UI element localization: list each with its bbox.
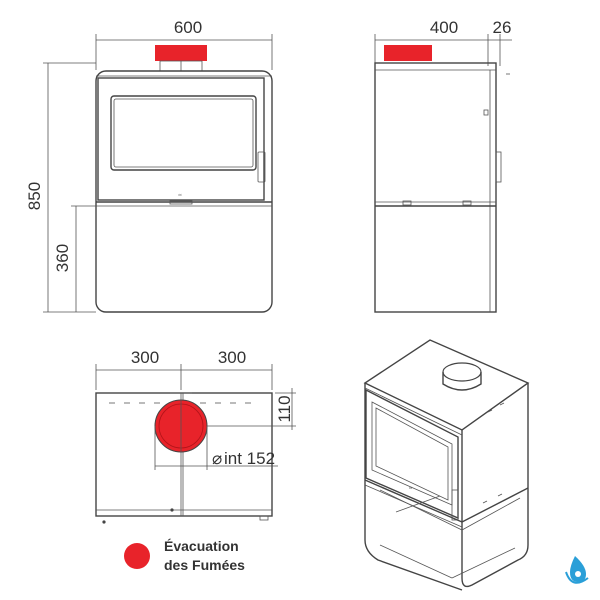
legend-line-1: Évacuation xyxy=(164,538,239,554)
top-left-offset-label: 300 xyxy=(131,348,159,367)
isometric-view: ≈ xyxy=(363,339,530,591)
side-offset-label: 26 xyxy=(493,18,512,37)
legend-flue-swatch xyxy=(124,543,150,569)
iso-flue-pipe xyxy=(442,362,482,382)
front-view: 600 ≈ 850 360 xyxy=(25,18,273,313)
side-view: 400 26 xyxy=(374,18,512,313)
top-view: 300 300 ⌀ int 152 xyxy=(95,348,296,524)
top-right-offset-label: 300 xyxy=(218,348,246,367)
front-glass xyxy=(110,95,257,171)
flue-diameter-label: int 152 xyxy=(224,449,275,468)
front-flue-outlet xyxy=(155,45,207,61)
total-height-label: 850 xyxy=(25,182,44,210)
side-flue-outlet xyxy=(384,45,432,61)
side-depth-label: 400 xyxy=(430,18,458,37)
front-brand-mark-icon: ≈ xyxy=(178,193,182,199)
flue-depth-label: 110 xyxy=(275,395,294,422)
water-drop-logo-icon xyxy=(565,556,589,584)
legend: Évacuation des Fumées xyxy=(124,538,245,573)
front-body-outline xyxy=(95,70,273,313)
iso-brand-mark-icon: ≈ xyxy=(409,486,413,492)
front-width-label: 600 xyxy=(174,18,202,37)
diameter-symbol-icon: ⌀ xyxy=(212,449,222,468)
side-body-outline xyxy=(374,62,497,313)
base-height-label: 360 xyxy=(53,244,72,272)
legend-line-2: des Fumées xyxy=(164,557,245,573)
